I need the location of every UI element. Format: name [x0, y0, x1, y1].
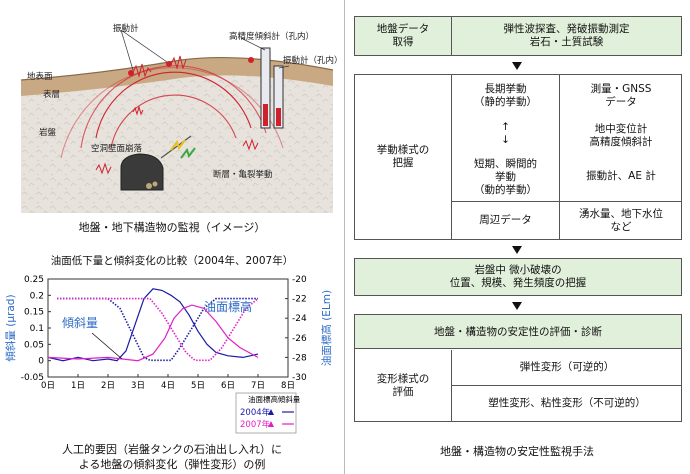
x-tick-label: 6日 [221, 381, 235, 391]
flow-row-microfracture: 岩盤中 微小破壊の 位置、規模、発生頻度の把握 [354, 258, 682, 296]
x-tick-label: 1日 [71, 381, 85, 391]
flow-row-behavior: 挙動様式の 把握 長期挙動 （静的挙動） ↑ ↓ 短期、瞬間的 挙動 （動的挙動… [354, 74, 682, 240]
vibration-squiggles [95, 55, 259, 175]
y-tick-label: 0.05 [24, 340, 44, 350]
y2-axis-title: 油面標高 (ELm) [320, 290, 333, 366]
survey-gnss: 測量・GNSS データ [590, 83, 652, 108]
legend-header-tilt: 傾斜量 [278, 394, 301, 404]
arrow-3 [512, 302, 522, 310]
flow-row-evaluation: 地盤・構造物の安定性の評価・診断 変形様式の 評価 弾性変形（可逆的） 塑性変形… [354, 314, 682, 422]
vibrometer-borehole [273, 65, 284, 129]
x-tick-label: 8日 [281, 381, 295, 391]
annotation-oil: 油面標高 [204, 299, 252, 314]
y-tick-label: 0 [38, 357, 44, 367]
x-tick-label: 5日 [191, 381, 205, 391]
x-tick-label: 2日 [101, 381, 115, 391]
tilt-oil-chart: -0.05 0 0.05 0.1 0.15 0.2 0.25 -20 -22 -24 -26 -28 -… [0, 265, 344, 435]
legend-year-0: 2004年 [240, 407, 271, 418]
annotation-tilt: 傾斜量 [62, 316, 98, 330]
flow-row-data-acquisition: 地盤データ 取得 弾性波探査、発破振動測定 岩石・土質試験 [354, 16, 682, 56]
illustration-caption: 地盤・地下構造物の監視（イメージ） [78, 221, 266, 234]
y-tick-label: 0.25 [24, 275, 44, 285]
short-term-behavior: 短期、瞬間的 挙動 （動的挙動） [474, 157, 537, 196]
label-surface: 地表面 [27, 72, 53, 82]
label-wall-collapse: 空洞壁面崩落 [91, 144, 143, 154]
series-2007年-tilt [47, 304, 259, 362]
label-fault-motion: 断層・亀裂挙動 [213, 170, 273, 180]
underground-instruments: 地中変位計 高精度傾斜計 [589, 123, 653, 148]
legend-oil-marker-0 [268, 409, 274, 415]
row1-label: 地盤データ 取得 [376, 23, 430, 48]
label-vibrometer: 振動計 [113, 24, 139, 34]
plastic-deformation: 塑性変形、粘性変形（不可逆的） [488, 397, 646, 409]
vertical-divider [344, 0, 345, 474]
ground-monitoring-illustration: 振動計 高精度傾斜計（孔内） 振動計（孔内） 地表面 表層 岩盤 空洞壁面崩落 … [20, 8, 343, 214]
row1-content: 弾性波探査、発破振動測定 岩石・土質試験 [503, 23, 630, 48]
x-tick-label: 4日 [161, 381, 175, 391]
x-tick-label: 7日 [251, 381, 265, 391]
label-bedrock: 岩盤 [39, 128, 57, 138]
peripheral-data: 周辺データ [479, 214, 532, 226]
left-caption-line2: よる地盤の傾斜変化（弾性変形）の例 [78, 458, 266, 471]
y2-tick-label: -26 [292, 334, 307, 344]
left-caption-line1: 人工的要因（岩盤タンクの石油出し入れ）に [62, 443, 282, 456]
y2-tick-label: -22 [292, 295, 307, 305]
cross-section-svg [20, 8, 334, 214]
series-2004年-oil [57, 297, 258, 362]
long-term-behavior: 長期挙動 （静的挙動） [474, 83, 537, 108]
legend-header-oil: 油面標高 [248, 394, 278, 404]
y-tick-label: 0.15 [24, 308, 44, 318]
y-axis-title: 傾斜量 (μrad) [4, 294, 17, 361]
annotation-tilt-pointer [91, 332, 123, 360]
water-data: 湧水量、地下水位 など [579, 207, 663, 233]
y2-tick-label: -30 [292, 373, 307, 383]
y-tick-label: -0.05 [21, 373, 44, 383]
left-bottom-caption: 人工的要因（岩盤タンクの石油出し入れ）に よる地盤の傾斜変化（弾性変形）の例 [0, 442, 344, 472]
updown-arrows: ↑ ↓ [501, 121, 510, 146]
y2-tick-label: -24 [292, 314, 307, 324]
legend-box [235, 392, 297, 434]
chart-svg: -0.05 0 0.05 0.1 0.15 0.2 0.25 -20 -22 -24 -26 -28 -… [4, 275, 333, 434]
label-vibrometer-hole: 振動計（孔内） [283, 56, 343, 66]
row4-label: 変形様式の 評価 [376, 372, 430, 398]
elastic-deformation: 弾性変形（可逆的） [519, 361, 615, 373]
arrow-2 [512, 246, 522, 254]
label-tiltmeter: 高精度傾斜計（孔内） [229, 32, 315, 42]
arrow-1 [512, 62, 522, 70]
tiltmeter-borehole [260, 47, 271, 129]
x-tick-label: 3日 [131, 381, 145, 391]
y-tick-label: 0.1 [30, 324, 44, 334]
cavity-shape [120, 153, 164, 191]
label-surface-layer: 表層 [43, 90, 61, 100]
x-tick-label: 0日 [41, 381, 55, 391]
row2-label: 挙動様式の 把握 [376, 144, 430, 169]
y-tick-label: 0.2 [30, 291, 44, 301]
series-2004年-tilt [47, 288, 259, 362]
y2-tick-label: -28 [292, 353, 307, 363]
vibrometer-ae: 振動計、AE 計 [586, 169, 656, 182]
series-2007年-oil [57, 297, 259, 362]
row3-content: 岩盤中 微小破壊の 位置、規模、発生頻度の把握 [449, 264, 587, 289]
legend-oil-marker-1 [268, 421, 274, 427]
right-caption: 地盤・構造物の安定性監視手法 [440, 445, 594, 458]
y2-tick-label: -20 [292, 275, 307, 285]
legend-year-1: 2007年 [240, 419, 271, 430]
chart-title: 油面低下量と傾斜変化の比較（2004年、2007年） [50, 255, 294, 267]
row4-header: 地盤・構造物の安定性の評価・診断 [434, 325, 602, 338]
